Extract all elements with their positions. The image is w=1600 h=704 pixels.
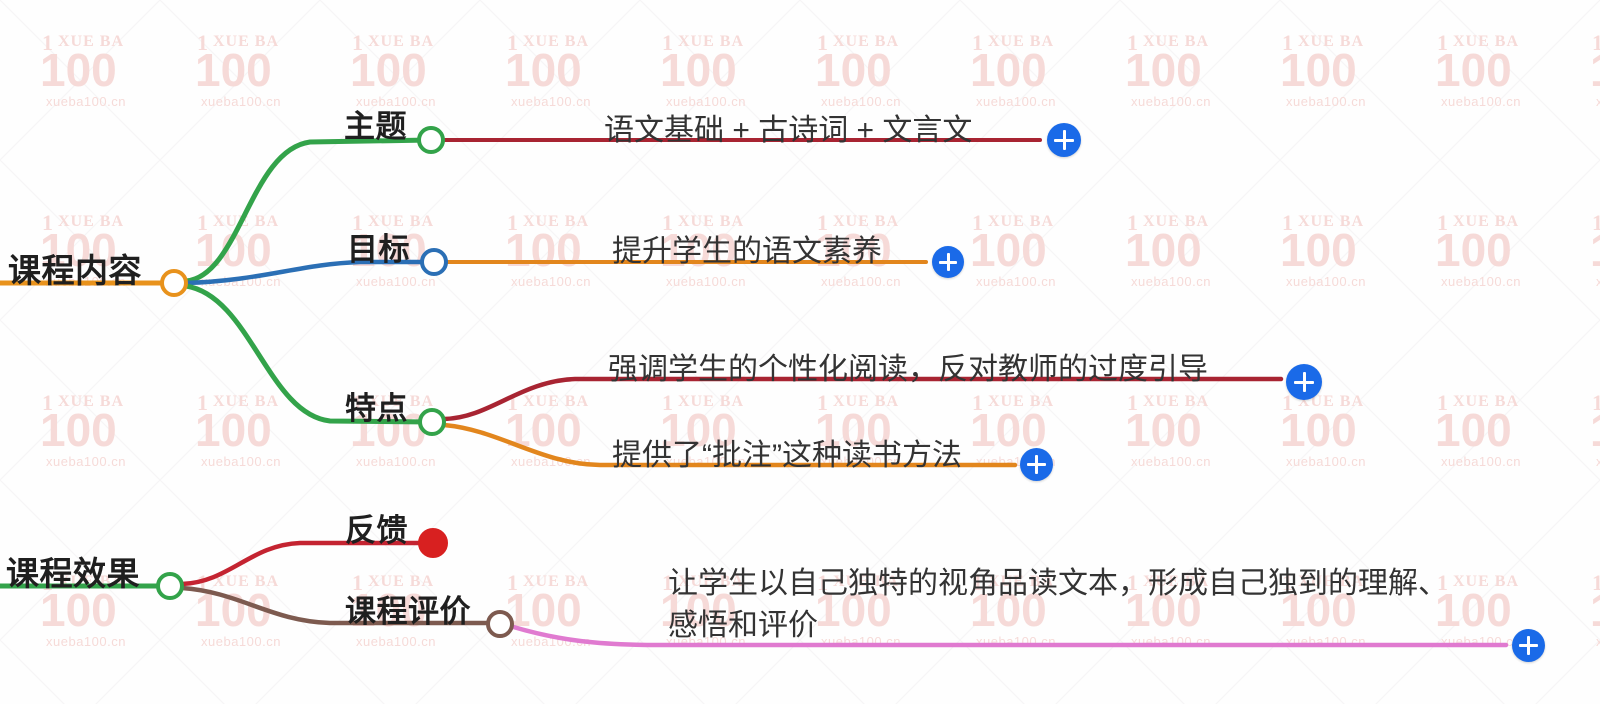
node-label-course-content[interactable]: 课程内容 bbox=[8, 252, 142, 289]
node-course-effect[interactable] bbox=[156, 572, 184, 600]
node-label-feedback[interactable]: 反馈 bbox=[345, 513, 408, 548]
node-theme[interactable] bbox=[417, 126, 445, 154]
node-course-content[interactable] bbox=[160, 269, 188, 297]
node-label-course-effect[interactable]: 课程效果 bbox=[6, 555, 140, 592]
node-label-theme[interactable]: 主题 bbox=[344, 109, 407, 144]
node-label-features[interactable]: 特点 bbox=[345, 391, 408, 426]
node-features[interactable] bbox=[418, 408, 446, 436]
add-button-evaluation-topic-1[interactable] bbox=[1512, 629, 1545, 662]
add-button-features-topic-2[interactable] bbox=[1020, 448, 1053, 481]
add-button-goal-topic-1[interactable] bbox=[932, 246, 964, 278]
topic-text-features-1[interactable]: 强调学生的个性化阅读，反对教师的过度引导 bbox=[608, 353, 1208, 386]
node-label-course-evaluation[interactable]: 课程评价 bbox=[345, 594, 471, 629]
topic-text-features-2[interactable]: 提供了“批注”这种读书方法 bbox=[612, 439, 962, 472]
node-course-evaluation[interactable] bbox=[486, 610, 514, 638]
topic-text-goal-1[interactable]: 提升学生的语文素养 bbox=[612, 235, 882, 268]
add-button-theme-topic-1[interactable] bbox=[1047, 123, 1081, 157]
topic-text-theme-1[interactable]: 语文基础 + 古诗词 + 文言文 bbox=[604, 114, 973, 147]
add-button-features-topic-1[interactable] bbox=[1286, 364, 1322, 400]
node-label-goal[interactable]: 目标 bbox=[347, 232, 410, 267]
node-feedback[interactable] bbox=[418, 528, 448, 558]
topic-text-evaluation-1[interactable]: 让学生以自己独特的视角品读文本，形成自己独到的理解、感悟和评价 bbox=[668, 567, 1448, 642]
node-goal[interactable] bbox=[420, 248, 448, 276]
